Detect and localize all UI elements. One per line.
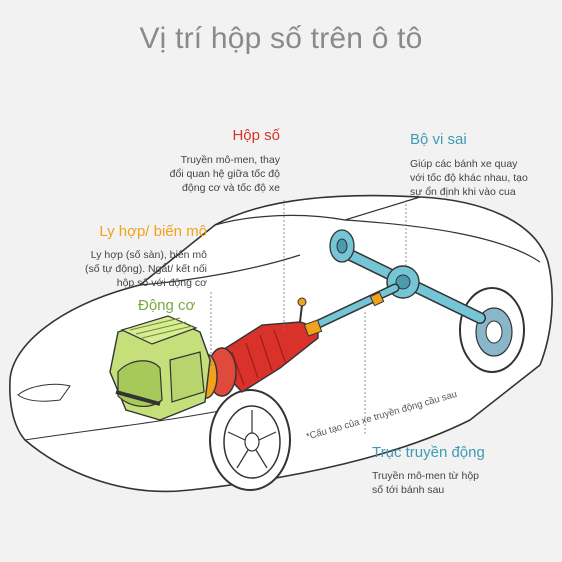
front-wheel — [209, 389, 291, 491]
label-bo-vi-sai-title: Bộ vi sai — [410, 131, 467, 148]
page-title: Vị trí hộp số trên ô tô — [139, 22, 423, 55]
label-truc-truyen-dong-title: Trục truyền động — [372, 444, 485, 461]
label-hop-so-desc: Truyền mô-men, thay đổi quan hệ giữa tốc… — [169, 154, 280, 194]
label-ly-hop-desc: Ly hợp (số sàn), biến mô (số tự động). N… — [84, 249, 207, 289]
drive-shaft — [305, 283, 400, 333]
label-hop-so-title: Hộp số — [232, 127, 280, 144]
rear-wheel — [459, 287, 525, 373]
label-truc-truyen-dong-desc: Truyền mô-men từ hộp số tới bánh sau — [372, 470, 480, 496]
engine — [109, 315, 211, 421]
label-ly-hop-title: Ly hợp/ biến mô — [99, 223, 207, 240]
label-bo-vi-sai-desc: Giúp các bánh xe quay với tốc độ khác nh… — [410, 158, 528, 198]
leader-lines — [210, 200, 407, 435]
label-dong-co-title: Động cơ — [138, 297, 196, 314]
